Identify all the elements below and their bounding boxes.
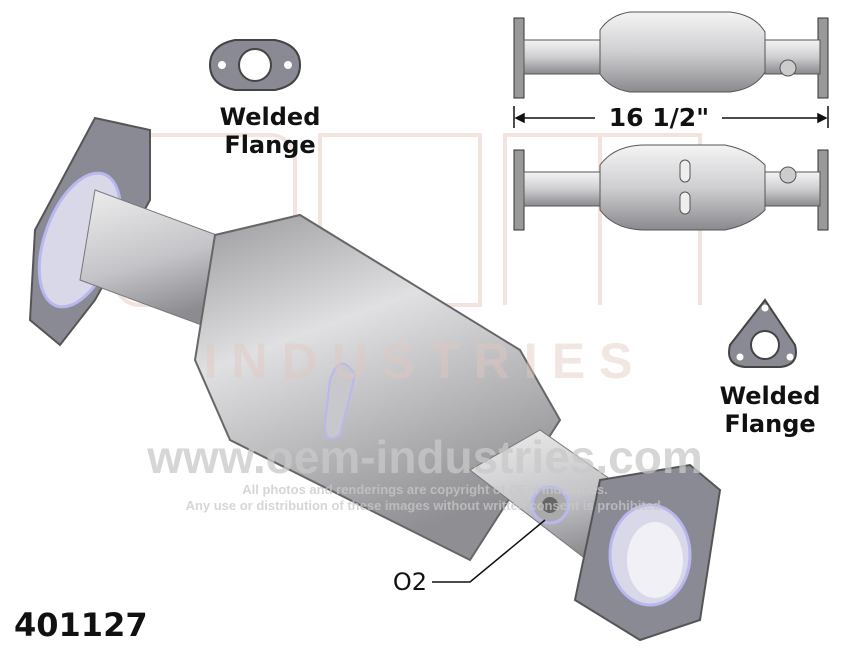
watermark-logo-text: INDUSTRIES <box>203 333 647 389</box>
o2-sensor-label: O2 <box>392 568 428 596</box>
label-line: Welded <box>219 103 321 131</box>
o2-leader-line <box>432 519 546 583</box>
right-flange-icon <box>728 298 797 368</box>
watermark-copyright-1: All photos and renderings are copyright … <box>242 482 608 497</box>
side-view-bottom <box>513 144 829 231</box>
right-flange-label: Welded Flange <box>700 382 840 438</box>
dimension-line <box>513 106 829 128</box>
label-line: Flange <box>724 410 816 438</box>
watermark-copyright-2: Any use or distribution of these images … <box>185 498 665 513</box>
length-dimension: 16 1/2" <box>608 103 710 132</box>
label-line: Flange <box>224 131 316 159</box>
side-view-top <box>513 11 829 99</box>
top-flange-icon <box>208 39 302 91</box>
top-flange-label: Welded Flange <box>200 103 340 159</box>
part-number: 401127 <box>14 606 148 644</box>
label-line: Welded <box>719 382 821 410</box>
catalytic-converter-3d <box>28 116 722 642</box>
watermark-url: www.oem-industries.com <box>147 431 703 483</box>
